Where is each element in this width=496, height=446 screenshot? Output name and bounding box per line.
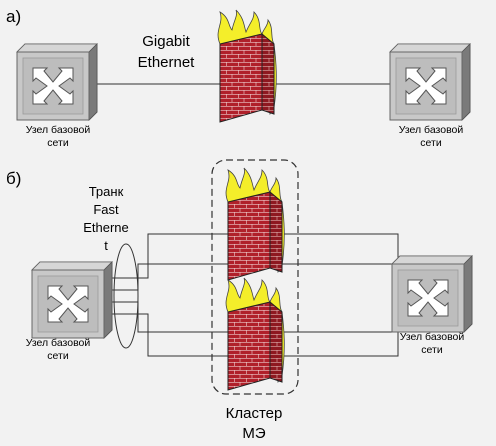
- right-node-label-line-1: Узел базовой: [400, 331, 465, 343]
- trunk-bundle-ellipse: [113, 243, 139, 349]
- network-switch-icon: [31, 261, 113, 339]
- firewall-icon: [225, 277, 285, 391]
- panel-b-letter: б): [6, 169, 21, 188]
- right-node-label-line-2: сети: [420, 137, 442, 149]
- left-node-label-line-2: сети: [47, 350, 69, 362]
- left-node-label-line-2: сети: [47, 137, 69, 149]
- trunk-label-line-1: Транк: [89, 184, 124, 199]
- trunk-label-line-4: t: [104, 238, 108, 253]
- network-switch-icon: [389, 43, 471, 121]
- firewall-icon: [225, 167, 285, 281]
- left-node-label-line-1: Узел базовой: [26, 337, 91, 349]
- firewall-cluster-box: [211, 159, 299, 395]
- network-switch-icon: [16, 43, 98, 121]
- link-label-line-1: Gigabit: [142, 33, 190, 50]
- left-node-label-line-1: Узел базовой: [26, 124, 91, 136]
- firewall-icon: [217, 9, 277, 123]
- cluster-label-line-1: Кластер: [226, 405, 283, 422]
- cluster-label-line-2: МЭ: [242, 425, 265, 442]
- panel-a-letter: а): [6, 7, 21, 26]
- network-switch-icon: [391, 255, 473, 333]
- right-node-label-line-1: Узел базовой: [399, 124, 464, 136]
- trunk-label-line-3: Etherne: [83, 220, 129, 235]
- right-node-label-line-2: сети: [421, 344, 443, 356]
- link-label-line-2: Ethernet: [138, 54, 196, 71]
- trunk-label-line-2: Fast: [93, 202, 119, 217]
